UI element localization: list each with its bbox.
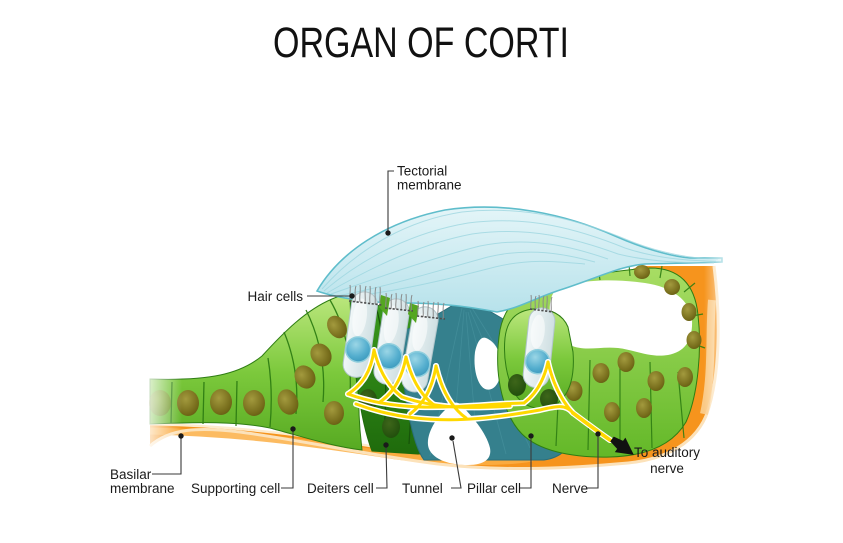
label-nerve: Nerve [552, 481, 588, 496]
stereocilia-groups [348, 284, 554, 320]
label-to-auditory-nerve-line1: To auditory [634, 445, 700, 460]
supporting-cell-nuclei [149, 315, 347, 425]
pocket-nucleus [540, 389, 558, 409]
leader-supporting-cell [281, 431, 294, 489]
label-deiters-cell: Deiters cell [307, 481, 374, 496]
nerve-fibers [345, 347, 613, 443]
inner-cell-nuclei [565, 265, 702, 422]
left-edge-fade [138, 340, 182, 470]
right-edge-fade [704, 238, 736, 478]
hair-cell-nucleus [344, 336, 372, 363]
pocket-nucleus [508, 374, 526, 396]
cell-highlight [352, 298, 368, 337]
inner-tunnel-gap [474, 337, 502, 390]
label-tunnel: Tunnel [402, 481, 443, 496]
label-basilar-membrane-line1: Basilar [110, 467, 152, 482]
outer-hair-cell-2 [373, 298, 410, 385]
label-to-auditory-nerve-line2: nerve [650, 461, 684, 476]
label-tectorial-membrane-line2: membrane [397, 178, 462, 193]
cell-highlight [530, 314, 545, 349]
inner-sulcus-opening [549, 280, 693, 356]
leader-tunnel [451, 440, 462, 489]
label-hair-cells: Hair cells [247, 289, 303, 304]
leader-nerve [587, 437, 599, 489]
tectorial-membrane-shape [315, 206, 723, 313]
label-supporting-cell: Supporting cell [191, 481, 280, 496]
label-pillar-cell: Pillar cell [467, 481, 521, 496]
leader-tectorial-membrane [387, 170, 394, 231]
leader-pillar-cell [520, 439, 532, 489]
basilar-inner-highlight [149, 427, 533, 466]
leader-basilar-membrane [152, 438, 182, 475]
label-basilar-membrane-line2: membrane [110, 481, 175, 496]
label-tectorial-membrane-line1: Tectorial [397, 164, 447, 179]
tectorial-striations [321, 209, 719, 298]
page-title: ORGAN OF CORTI [273, 19, 569, 67]
leader-deiters-cell [376, 446, 388, 489]
outer-hair-cell-1 [342, 291, 378, 378]
cell-highlight [383, 305, 399, 344]
stereocilia-icon [384, 292, 414, 312]
leader-dots [178, 230, 601, 448]
auditory-arrow-icon [610, 436, 634, 455]
stereocilia-icon [348, 284, 383, 306]
green-wedges-between-hair-cells [379, 295, 419, 323]
stereocilia-icon [529, 294, 554, 313]
stereocilia-icon [416, 300, 446, 320]
leader-lines [152, 170, 599, 489]
cell-highlight [412, 313, 428, 351]
